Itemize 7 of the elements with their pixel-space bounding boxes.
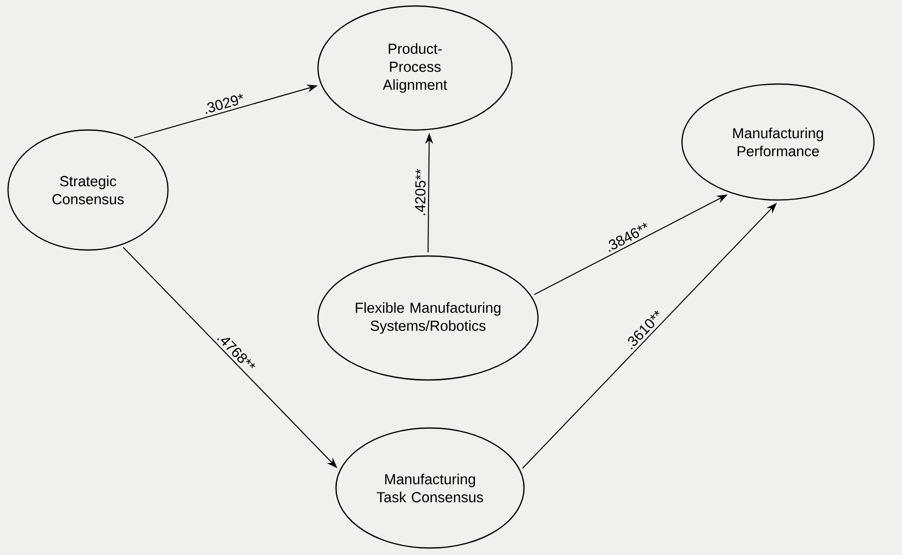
ellipse-node: Strategic Consensus [7, 129, 169, 251]
ellipse-node: Flexible Manufacturing Systems/Robotics [317, 255, 539, 381]
edge-label: .3029* [200, 92, 246, 116]
edge-label: .4205** [414, 168, 427, 218]
ellipse-node: Manufacturing Performance [681, 83, 875, 201]
ellipse-node: Product- Process Alignment [317, 5, 513, 131]
ellipse-node: Manufacturing Task Consensus [335, 427, 525, 549]
